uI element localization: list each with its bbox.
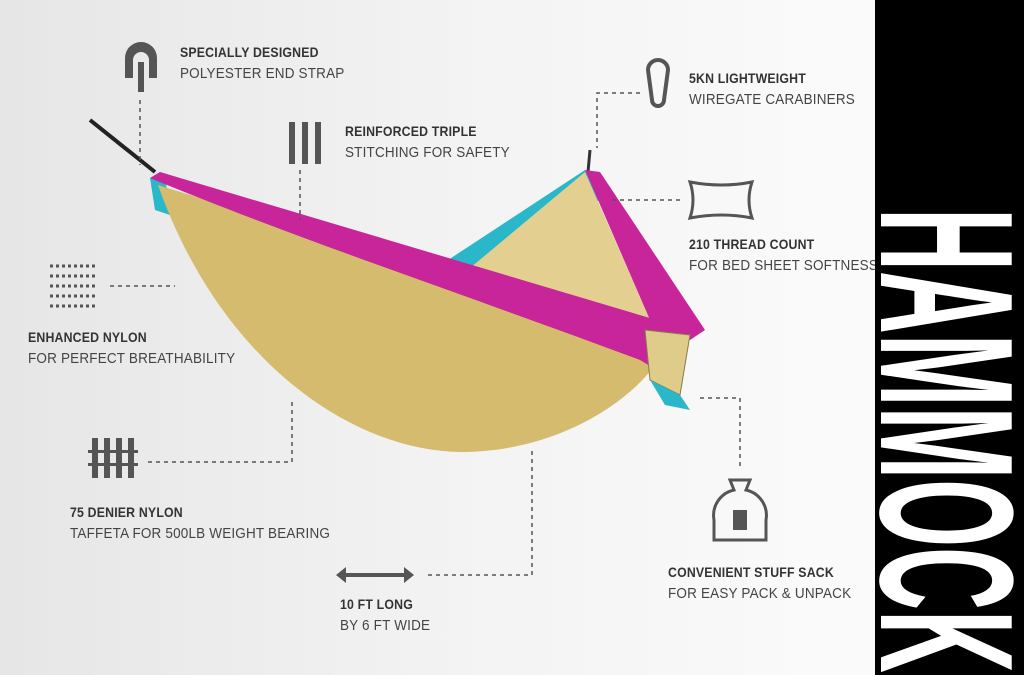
carabiner-icon: [645, 58, 671, 108]
feature-stitching: REINFORCED TRIPLE STITCHING FOR SAFETY: [345, 120, 528, 164]
feature-sub: WIREGATE CARABINERS: [689, 91, 855, 108]
feature-sub: FOR EASY PACK & UNPACK: [668, 585, 852, 602]
feature-carabiners: 5KN LIGHTWEIGHT WIREGATE CARABINERS: [689, 67, 873, 111]
pillow-icon: [687, 180, 755, 220]
feature-sub: STITCHING FOR SAFETY: [345, 144, 510, 161]
double-arrow-icon: [336, 567, 414, 583]
title-svg: HAMMOCK: [875, 208, 1024, 673]
feature-heading: CONVENIENT STUFF SACK: [668, 564, 834, 580]
feature-heading: SPECIALLY DESIGNED: [180, 44, 319, 60]
title-band: HAMMOCK: [875, 0, 1024, 675]
feature-icons: [50, 42, 768, 583]
feature-sub: TAFFETA FOR 500LB WEIGHT BEARING: [70, 525, 331, 542]
triple-stitch-icon: [289, 122, 321, 164]
strap-icon: [125, 42, 157, 92]
feature-enhanced-nylon: ENHANCED NYLON FOR PERFECT BREATHABILITY: [28, 326, 258, 370]
feature-sub: BY 6 FT WIDE: [340, 617, 431, 634]
weave-icon: [88, 438, 138, 478]
feature-heading: 75 DENIER NYLON: [70, 504, 183, 520]
feature-heading: 10 FT LONG: [340, 596, 413, 612]
feature-end-strap: SPECIALLY DESIGNED POLYESTER END STRAP: [180, 41, 363, 85]
feature-dimensions: 10 FT LONG BY 6 FT WIDE: [340, 593, 440, 637]
feature-denier-nylon: 75 DENIER NYLON TAFFETA FOR 500LB WEIGHT …: [70, 501, 359, 545]
feature-heading: 210 THREAD COUNT: [689, 236, 815, 252]
feature-heading: REINFORCED TRIPLE: [345, 123, 477, 139]
stuff-sack-icon: [712, 478, 768, 542]
feature-thread-count: 210 THREAD COUNT FOR BED SHEET SOFTNESS: [689, 233, 899, 277]
leader-lines: [110, 92, 741, 576]
mesh-icon: [50, 264, 98, 308]
feature-stuff-sack: CONVENIENT STUFF SACK FOR EASY PACK & UNP…: [668, 561, 872, 605]
feature-sub: FOR BED SHEET SOFTNESS: [689, 257, 878, 274]
feature-heading: 5KN LIGHTWEIGHT: [689, 70, 806, 86]
hammock-image: [88, 118, 705, 452]
feature-heading: ENHANCED NYLON: [28, 329, 147, 345]
page-title: HAMMOCK: [875, 208, 1024, 673]
feature-sub: FOR PERFECT BREATHABILITY: [28, 350, 236, 367]
feature-sub: POLYESTER END STRAP: [180, 65, 345, 82]
